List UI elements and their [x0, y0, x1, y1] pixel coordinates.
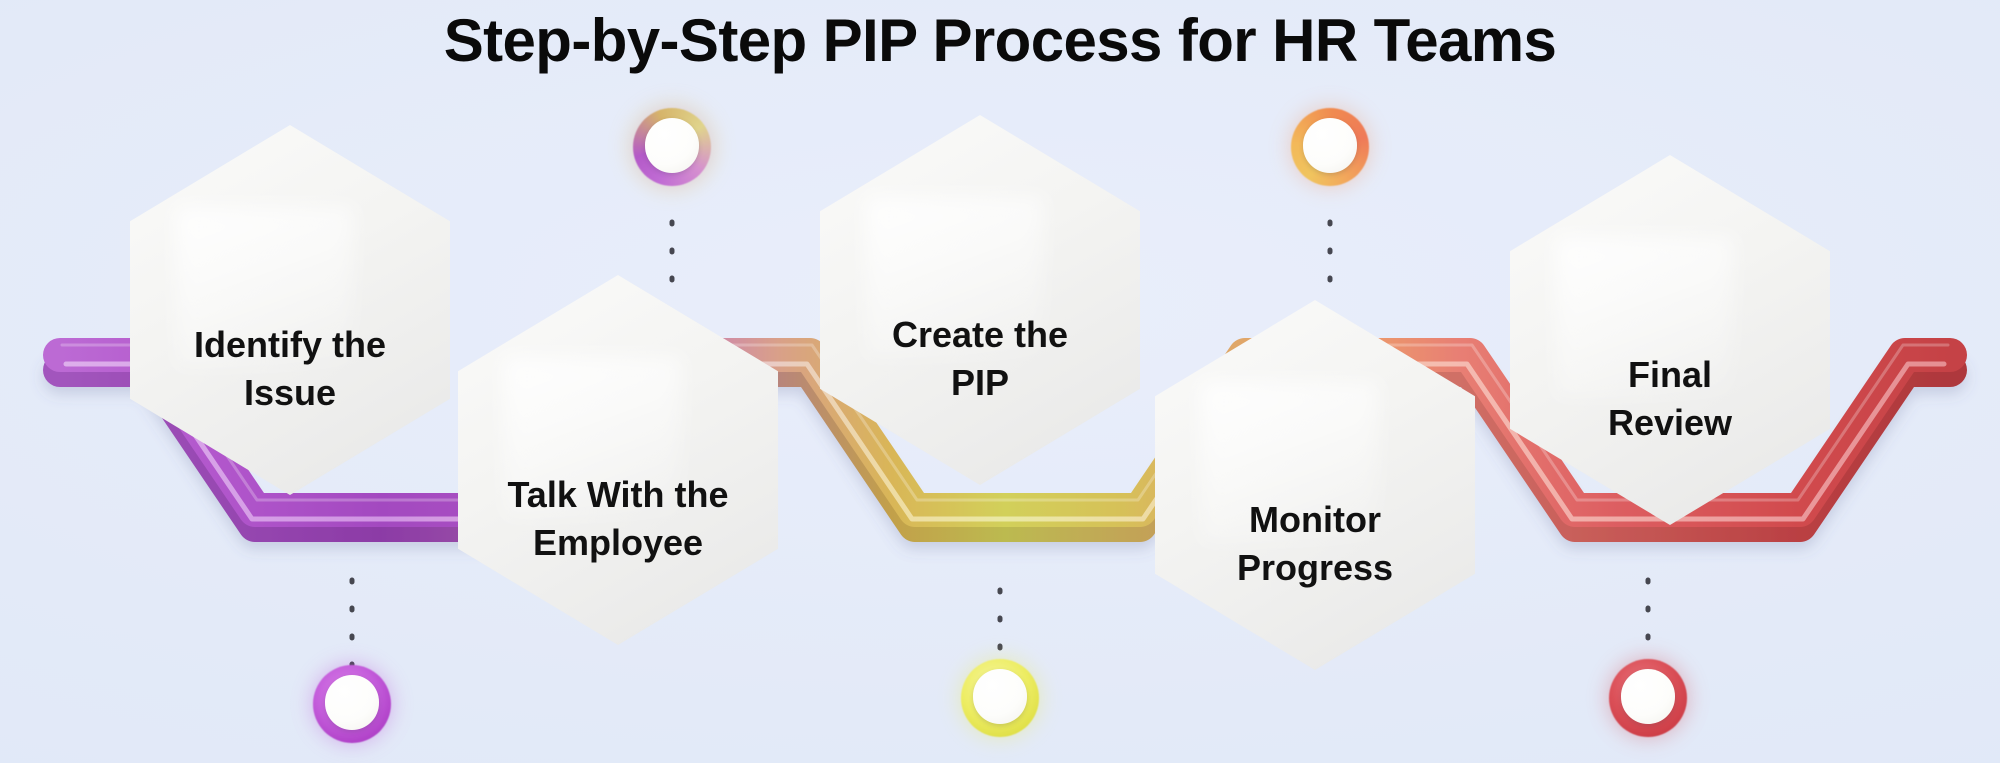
- marker-core-4: [1302, 118, 1358, 173]
- step-marker-2[interactable]: [624, 99, 720, 195]
- step-hexagon-5[interactable]: Final Review: [1510, 155, 1830, 525]
- step-label-5: Final Review: [1607, 354, 1733, 443]
- page-title: Step-by-Step PIP Process for HR Teams: [443, 7, 1557, 74]
- step-label-4: Monitor Progress: [1236, 499, 1394, 588]
- step-marker-1[interactable]: [304, 656, 400, 752]
- marker-core-2: [644, 118, 700, 173]
- hexagon-shape-5: [1510, 155, 1830, 525]
- marker-core-1: [324, 675, 380, 730]
- step-marker-5[interactable]: [1600, 650, 1696, 746]
- step-hexagon-4[interactable]: Monitor Progress: [1155, 300, 1475, 670]
- marker-core-3: [972, 669, 1028, 724]
- step-hexagon-3[interactable]: Create the PIP: [820, 115, 1140, 485]
- hexagon-shape-2: [458, 275, 778, 645]
- hexagon-shape-1: [130, 125, 450, 495]
- step-hexagon-2[interactable]: Talk With the Employee: [458, 275, 778, 645]
- hexagon-shape-3: [820, 115, 1140, 485]
- step-marker-4[interactable]: [1282, 99, 1378, 195]
- step-label-3: Create the PIP: [891, 314, 1069, 403]
- step-marker-3[interactable]: [952, 650, 1048, 746]
- step-hexagon-1[interactable]: Identify the Issue: [130, 125, 450, 495]
- hexagon-shape-4: [1155, 300, 1475, 670]
- step-label-2: Talk With the Employee: [507, 474, 729, 563]
- marker-core-5: [1620, 669, 1676, 724]
- step-label-1: Identify the Issue: [193, 324, 386, 413]
